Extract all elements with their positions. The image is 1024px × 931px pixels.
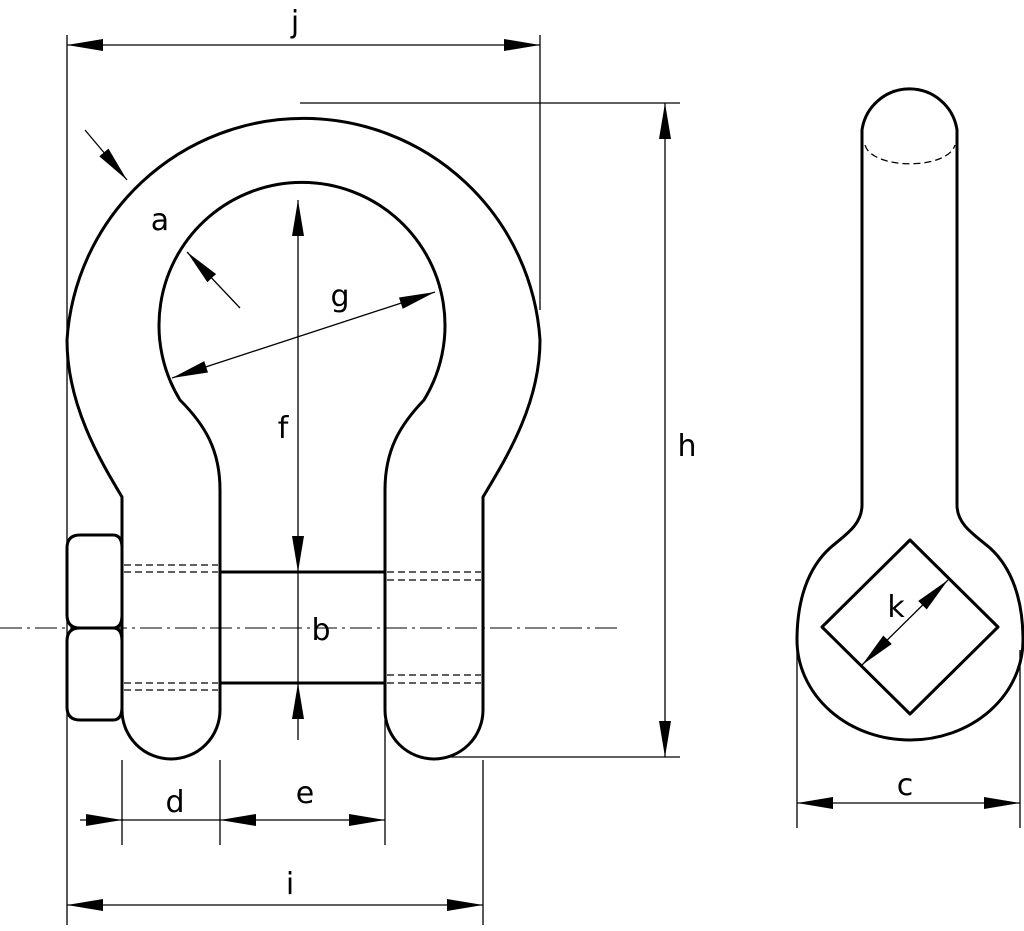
label-g: g [330, 279, 349, 314]
dimension-f: f [278, 200, 304, 572]
label-i: i [286, 867, 294, 902]
square-pin-section [820, 538, 1000, 716]
label-d: d [165, 785, 184, 820]
label-c: c [897, 768, 914, 803]
label-f: f [278, 411, 290, 446]
dimension-d-e: d e [80, 720, 386, 845]
dimension-b: b [292, 572, 331, 740]
label-e: e [296, 776, 314, 811]
label-j: j [290, 5, 299, 40]
shackle-body [65, 116, 542, 761]
dimension-a: a [84, 129, 241, 309]
label-b: b [311, 613, 330, 648]
side-view: k c [795, 87, 1024, 828]
dimension-h: h [300, 102, 697, 758]
dimension-i: i [66, 560, 484, 925]
pin-hidden-lines [124, 564, 481, 691]
dimension-g: g [171, 279, 436, 379]
label-a: a [151, 203, 169, 238]
label-k: k [887, 590, 905, 625]
dimension-j: j [66, 5, 541, 560]
label-h: h [677, 429, 696, 464]
